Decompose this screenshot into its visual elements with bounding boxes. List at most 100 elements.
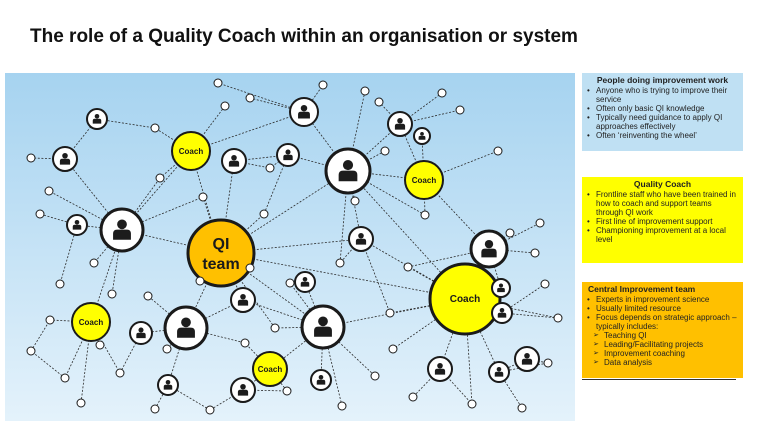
network-dot-circle	[195, 276, 205, 286]
person-body-icon	[300, 281, 310, 287]
network-dot-circle	[95, 340, 105, 350]
connection-line	[423, 179, 426, 216]
network-dot-circle	[553, 313, 563, 323]
connection-line	[423, 150, 499, 181]
connection-line	[209, 389, 244, 411]
connection-line	[48, 190, 123, 231]
network-dot	[220, 101, 230, 111]
network-dot-circle	[155, 173, 165, 183]
network-dot	[517, 403, 527, 413]
person-head-icon	[181, 317, 191, 328]
network-dot	[420, 210, 430, 220]
central-box-subitem: Teaching QI	[593, 331, 739, 340]
connection-line	[185, 327, 246, 344]
coach-node: Coach	[252, 351, 288, 387]
person-body-icon	[59, 158, 71, 165]
network-dot	[150, 123, 160, 133]
network-dot-circle	[150, 404, 160, 414]
person-body-icon	[237, 299, 249, 306]
network-dot-circle	[198, 192, 208, 202]
coach-node: Coach	[428, 262, 502, 336]
person-head-icon	[165, 379, 171, 385]
network-dot-circle	[420, 210, 430, 220]
divider-line	[582, 379, 736, 380]
network-dot-circle	[45, 315, 55, 325]
person-head-icon	[117, 219, 127, 230]
page-title: The role of a Quality Coach within an or…	[30, 26, 578, 47]
person-node	[491, 302, 513, 324]
network-dot	[213, 78, 223, 88]
network-dot-circle	[380, 146, 390, 156]
person-head-icon	[437, 362, 443, 369]
coach-node: Coach	[71, 302, 111, 342]
network-dot	[245, 263, 255, 273]
person-body-icon	[418, 135, 426, 140]
person-head-icon	[240, 293, 246, 300]
person-node	[52, 146, 78, 172]
network-dot	[143, 291, 153, 301]
network-dot-circle	[543, 358, 553, 368]
network-dot-circle	[115, 368, 125, 378]
network-dot-circle	[89, 258, 99, 268]
network-dot-circle	[517, 403, 527, 413]
person-node	[300, 304, 346, 350]
qi-team-label: team	[202, 256, 239, 273]
person-body-icon	[177, 327, 195, 338]
network-dot-circle	[455, 105, 465, 115]
connection-line	[242, 299, 324, 328]
network-dot-circle	[60, 373, 70, 383]
network-dot	[259, 209, 269, 219]
network-dot-circle	[44, 186, 54, 196]
network-dot	[493, 146, 503, 156]
connection-line	[322, 326, 343, 407]
coach-circle	[252, 351, 288, 387]
network-dot-circle	[35, 209, 45, 219]
network-dot	[543, 358, 553, 368]
quality-coach-box: Quality Coach Frontline staff who have b…	[582, 177, 743, 263]
person-head-icon	[285, 149, 291, 155]
network-dot-circle	[220, 101, 230, 111]
coach-label: Coach	[179, 147, 204, 156]
network-dot-circle	[467, 399, 477, 409]
person-body-icon	[163, 384, 173, 390]
connection-line	[159, 150, 192, 179]
person-node	[413, 127, 431, 145]
network-dot-circle	[505, 228, 515, 238]
connection-line	[217, 82, 305, 113]
connection-line	[30, 319, 51, 352]
connection-line	[233, 160, 271, 169]
network-dot-circle	[55, 279, 65, 289]
person-body-icon	[237, 389, 249, 396]
people-box-item: Typically need guidance to apply QI appr…	[587, 113, 739, 131]
central-improvement-box: Central Improvement team Experts in impr…	[582, 282, 743, 378]
network-dot	[335, 258, 345, 268]
person-node	[66, 214, 88, 236]
person-body-icon	[92, 118, 102, 124]
network-dot	[55, 279, 65, 289]
network-dot-circle	[270, 323, 280, 333]
network-dot	[26, 153, 36, 163]
person-body-icon	[136, 332, 146, 339]
network-dot	[370, 371, 380, 381]
network-dot	[76, 398, 86, 408]
coach-box-list: Frontline staff who have been trained in…	[586, 190, 739, 244]
person-head-icon	[302, 276, 308, 282]
person-node	[324, 147, 372, 195]
network-dot	[467, 399, 477, 409]
network-dot-circle	[530, 248, 540, 258]
person-body-icon	[434, 368, 446, 375]
person-body-icon	[283, 154, 293, 161]
connection-line	[244, 342, 271, 370]
person-body-icon	[113, 229, 131, 240]
network-dot	[337, 401, 347, 411]
person-head-icon	[499, 307, 505, 313]
network-dot-circle	[370, 371, 380, 381]
central-box-subitem: Data analysis	[593, 358, 739, 367]
person-body-icon	[72, 224, 82, 230]
network-dot	[107, 289, 117, 299]
person-body-icon	[338, 170, 358, 182]
connection-line	[64, 321, 92, 379]
network-dot-circle	[213, 78, 223, 88]
network-dot	[95, 340, 105, 350]
coach-circle	[428, 262, 502, 336]
